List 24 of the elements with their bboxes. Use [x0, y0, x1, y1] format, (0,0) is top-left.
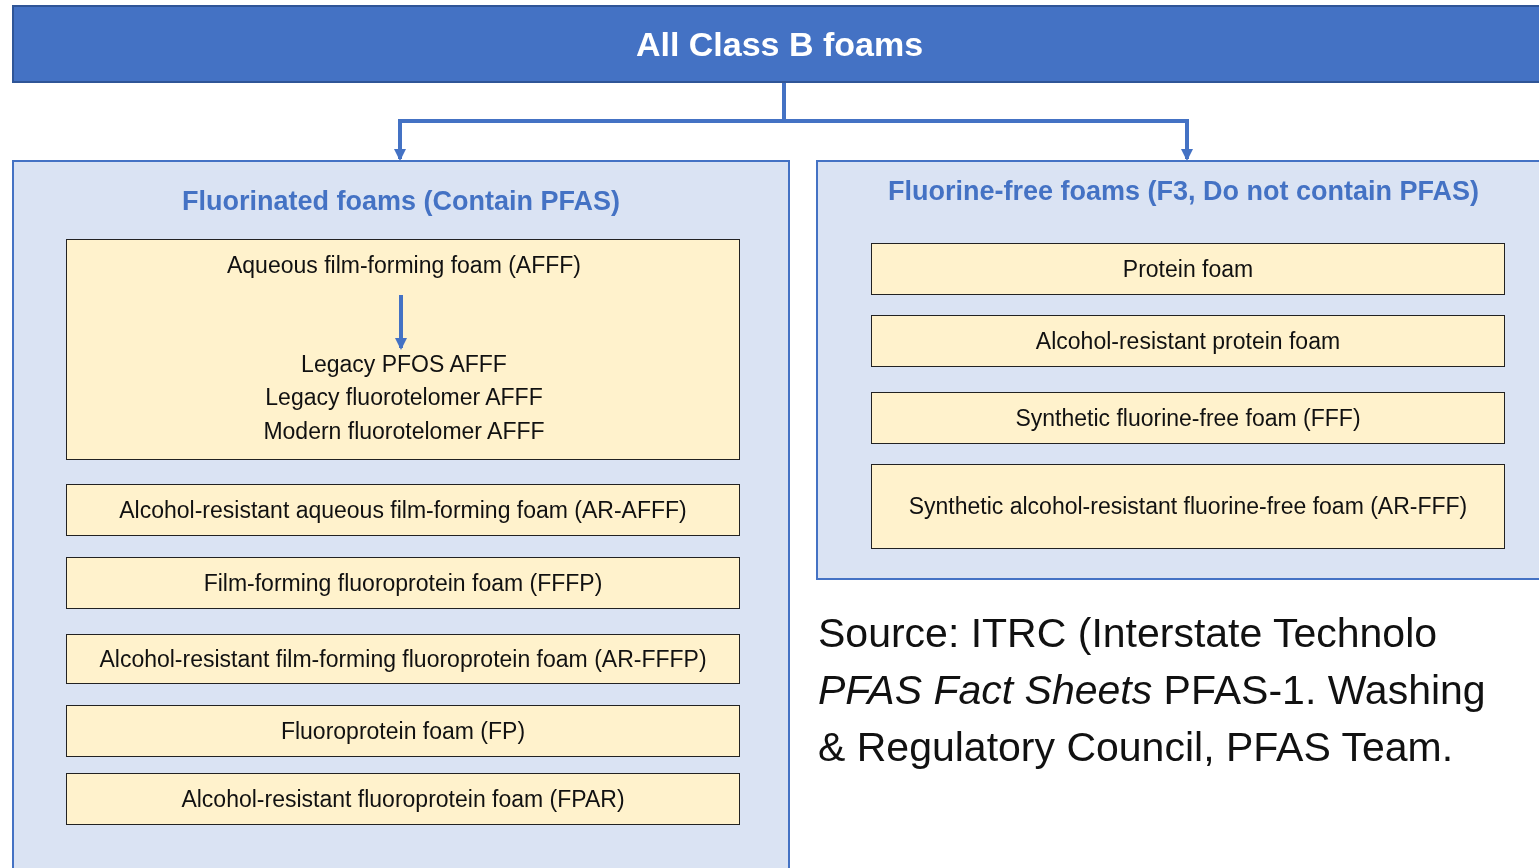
panel-heading: Fluorinated foams (Contain PFAS): [181, 186, 621, 217]
foam-subtype: Modern fluorotelomer AFFF: [262, 416, 546, 446]
foam-type-box: Protein foam: [871, 243, 1505, 295]
foam-type-box: Alcohol-resistant protein foam: [871, 315, 1505, 367]
foam-group-box: [66, 239, 740, 460]
panel-heading: Fluorine-free foams (F3, Do not contain PFAS): [886, 176, 1480, 207]
foam-type-box: Fluoroprotein foam (FP): [66, 705, 740, 757]
foam-label: Aqueous film-forming foam (AFFF): [73, 249, 735, 283]
source-note: Source: ITRC (Interstate Technolo: [818, 610, 1438, 657]
foam-type-box: Alcohol-resistant film-forming fluoroprotein foam (AR-FFFP): [66, 634, 740, 684]
foam-type-box: Alcohol-resistant aqueous film-forming foam (AR-AFFF): [66, 484, 740, 536]
source-note: PFAS Fact Sheets PFAS-1. Washing: [818, 667, 1486, 714]
arrow: [395, 295, 407, 350]
category-panel: [12, 160, 790, 868]
arrow: [782, 83, 1193, 161]
foam-type-box: Synthetic alcohol-resistant fluorine-free foam (AR-FFF): [871, 464, 1505, 549]
foam-type-box: Alcohol-resistant fluoroprotein foam (FPAR): [66, 773, 740, 825]
title-band: All Class B foams: [12, 5, 1539, 83]
foam-subtype: Legacy fluorotelomer AFFF: [264, 383, 544, 413]
category-panel: [816, 160, 1539, 580]
source-note: & Regulatory Council, PFAS Team.: [818, 724, 1454, 771]
foam-subtype: Legacy PFOS AFFF: [300, 350, 508, 379]
foam-type-box: Synthetic fluorine-free foam (FFF): [871, 392, 1505, 444]
foam-type-box: Film-forming fluoroprotein foam (FFFP): [66, 557, 740, 609]
